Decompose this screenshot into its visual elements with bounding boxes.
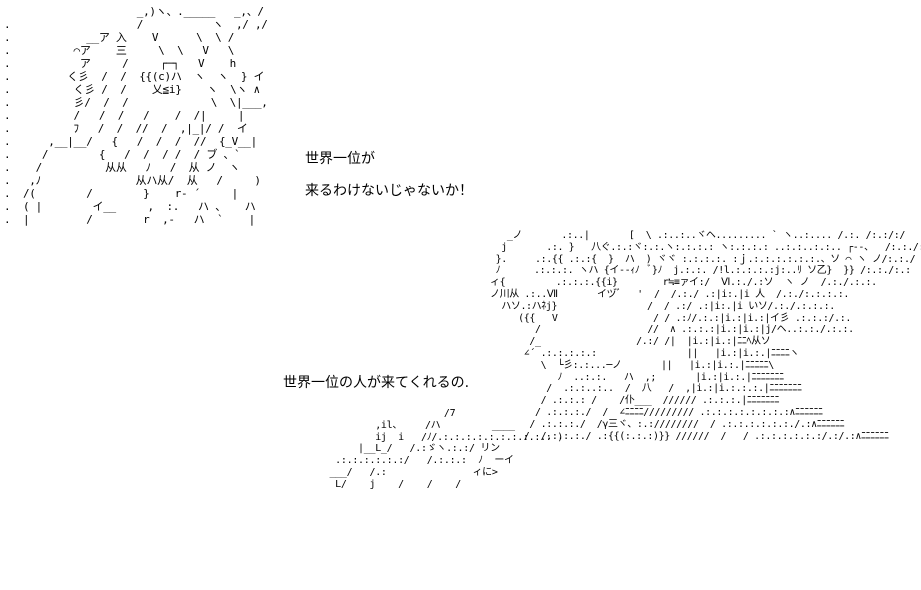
dialogue-line-1: 世界一位が bbox=[305, 151, 375, 167]
ascii-art-table-scene: /7 ,il、 /ハ ____ ij i /ﾉ/.:.:.:.:.:.:.:.:… bbox=[329, 408, 563, 490]
dialogue-line-3: 世界一位の人が来てくれるの. bbox=[283, 375, 470, 391]
dialogue-line-2: 来るわけないじゃないか！ bbox=[305, 183, 473, 199]
ascii-art-character-right: _ノ .:..| [ \ .:..:..ヾヘ......... ` ヽ..:..… bbox=[490, 230, 921, 442]
ascii-art-character-left: _,)ヽ、._____ _,、/ . / ヽ ,/ ,/ . __ア 入 V \… bbox=[4, 5, 268, 226]
